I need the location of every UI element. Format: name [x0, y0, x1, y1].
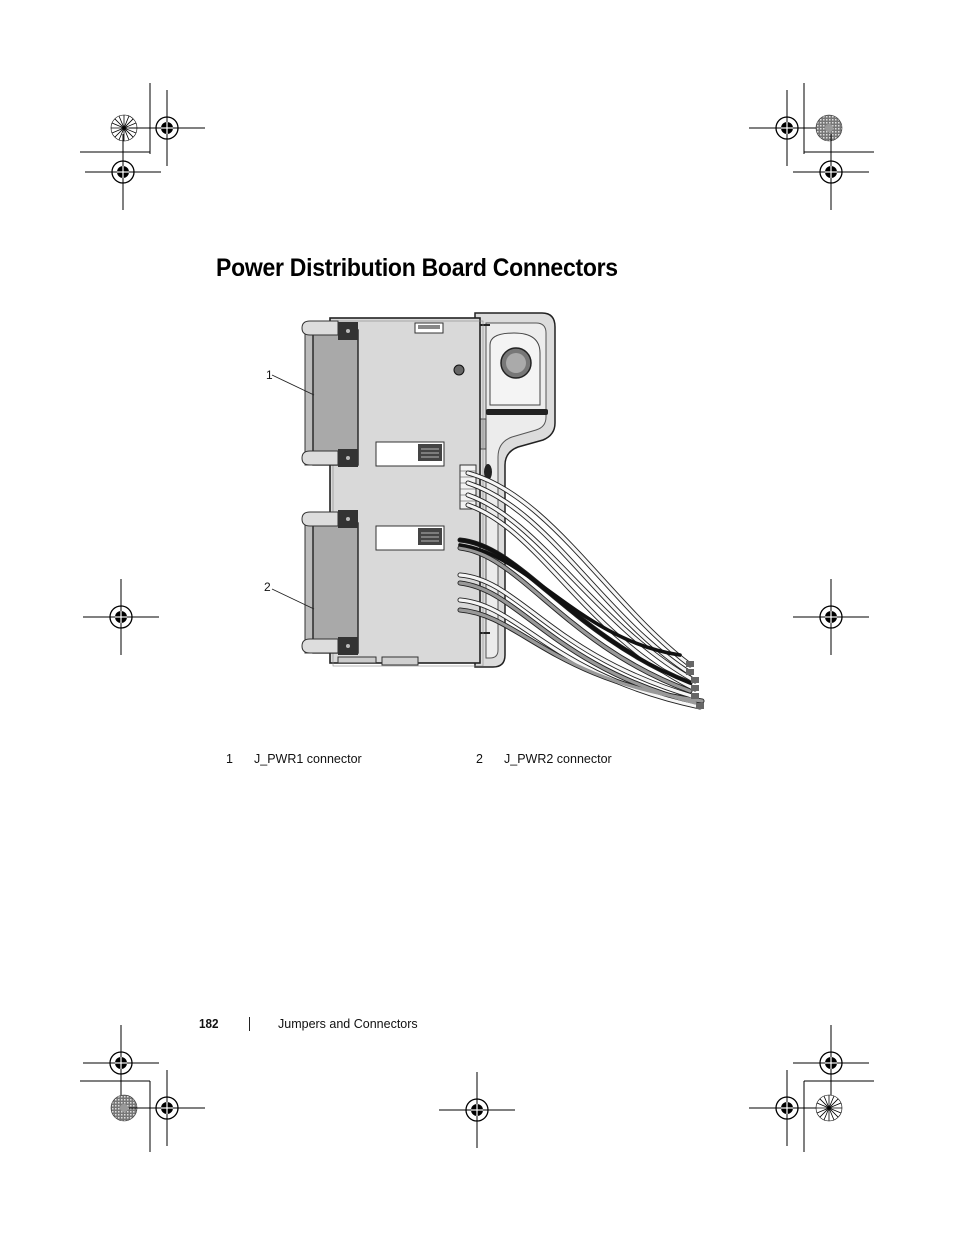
footer-section-title: Jumpers and Connectors	[278, 1017, 418, 1031]
legend-number: 1	[226, 752, 233, 766]
footer-divider	[249, 1017, 250, 1031]
power-distribution-board-illustration: 1 2	[264, 312, 705, 710]
legend-number: 2	[476, 752, 483, 766]
page-title: Power Distribution Board Connectors	[216, 254, 618, 282]
legend-label: J_PWR2 connector	[504, 752, 612, 766]
callout-2: 2	[264, 580, 271, 594]
legend-label: J_PWR1 connector	[254, 752, 362, 766]
callout-1: 1	[266, 368, 273, 382]
page-number: 182	[199, 1016, 219, 1031]
